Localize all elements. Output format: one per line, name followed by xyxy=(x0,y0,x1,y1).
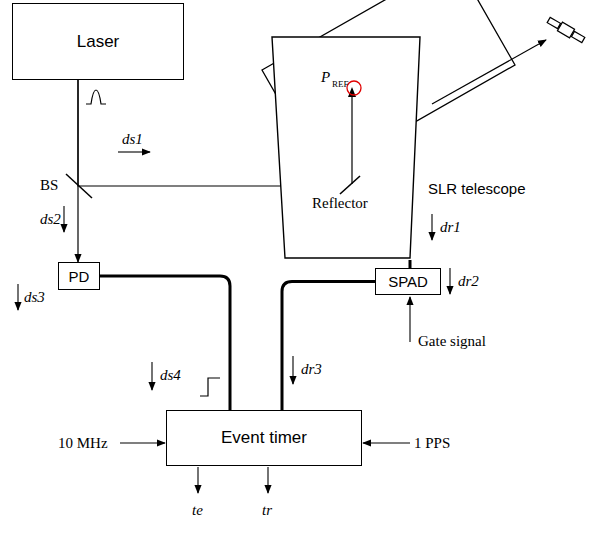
timestamp: tr xyxy=(262,503,272,518)
laser-box: Laser xyxy=(12,3,184,80)
reflector-label: Reflector xyxy=(312,196,368,211)
box-label: Event timer xyxy=(221,428,307,448)
signal-cable xyxy=(100,276,230,410)
laser-beam-to-satellite xyxy=(432,40,546,104)
path-delay: ds1 xyxy=(122,132,143,147)
signal-cable xyxy=(282,282,375,411)
pulse-symbol xyxy=(86,90,106,104)
path-delay: ds4 xyxy=(160,368,181,383)
reference-subscript: REF xyxy=(332,80,349,89)
step-symbol xyxy=(200,378,220,396)
path-delay: ds2 xyxy=(40,212,61,227)
path-delay: dr3 xyxy=(301,362,322,377)
spad-box: SPAD xyxy=(375,268,441,295)
signal-name: 10 MHz xyxy=(58,436,108,451)
telescope-mount-outline xyxy=(270,35,422,260)
signal-name: 1 PPS xyxy=(414,436,450,451)
timestamp: te xyxy=(192,503,203,518)
path-delay: ds3 xyxy=(24,290,45,305)
box-label: Laser xyxy=(77,32,120,52)
telescope-label: SLR telescope xyxy=(428,180,526,197)
beam-splitter-label: BS xyxy=(40,178,58,193)
photodiode-box: PD xyxy=(58,262,100,290)
box-label: PD xyxy=(69,268,90,285)
path-delay: dr2 xyxy=(458,274,479,289)
box-label: SPAD xyxy=(388,273,428,290)
signal-name: Gate signal xyxy=(418,334,486,349)
event-timer-box: Event timer xyxy=(166,410,362,466)
path-delay: dr1 xyxy=(440,220,461,235)
signal-cable xyxy=(409,260,412,268)
reference-point: P xyxy=(321,70,330,85)
satellite xyxy=(546,16,586,45)
telescope-body: SLR telescope xyxy=(270,35,422,260)
